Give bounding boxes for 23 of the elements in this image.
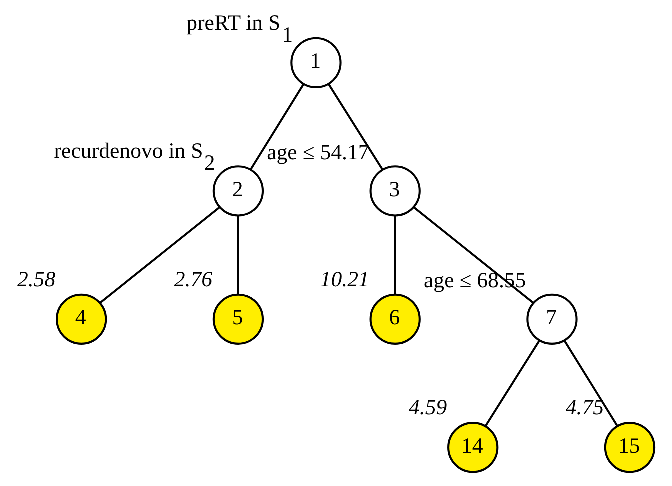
connector xyxy=(250,84,305,170)
node-circle: 4 xyxy=(56,294,108,345)
node-label: 4.59 xyxy=(408,396,448,420)
connector xyxy=(394,216,396,295)
connector xyxy=(564,340,618,427)
node-circle: 6 xyxy=(370,294,421,345)
node-circle: 2 xyxy=(212,166,264,217)
connector xyxy=(484,340,540,427)
connector xyxy=(413,206,534,304)
node-label: 2.76 xyxy=(174,267,213,292)
connector xyxy=(100,206,220,304)
node-circle: 14 xyxy=(448,422,499,474)
node-label: 10.21 xyxy=(320,267,370,292)
node-circle: 3 xyxy=(370,166,421,217)
node-label: 2.58 xyxy=(17,267,56,292)
connector xyxy=(328,84,384,170)
node-label: 4.75 xyxy=(566,396,604,420)
node-circle: 1 xyxy=(290,37,342,88)
connector xyxy=(237,216,240,295)
node-circle: 5 xyxy=(212,294,264,345)
node-label: age ≤ 54.17 xyxy=(267,140,370,165)
node-circle: 15 xyxy=(604,422,656,474)
node-circle: 7 xyxy=(526,294,578,345)
